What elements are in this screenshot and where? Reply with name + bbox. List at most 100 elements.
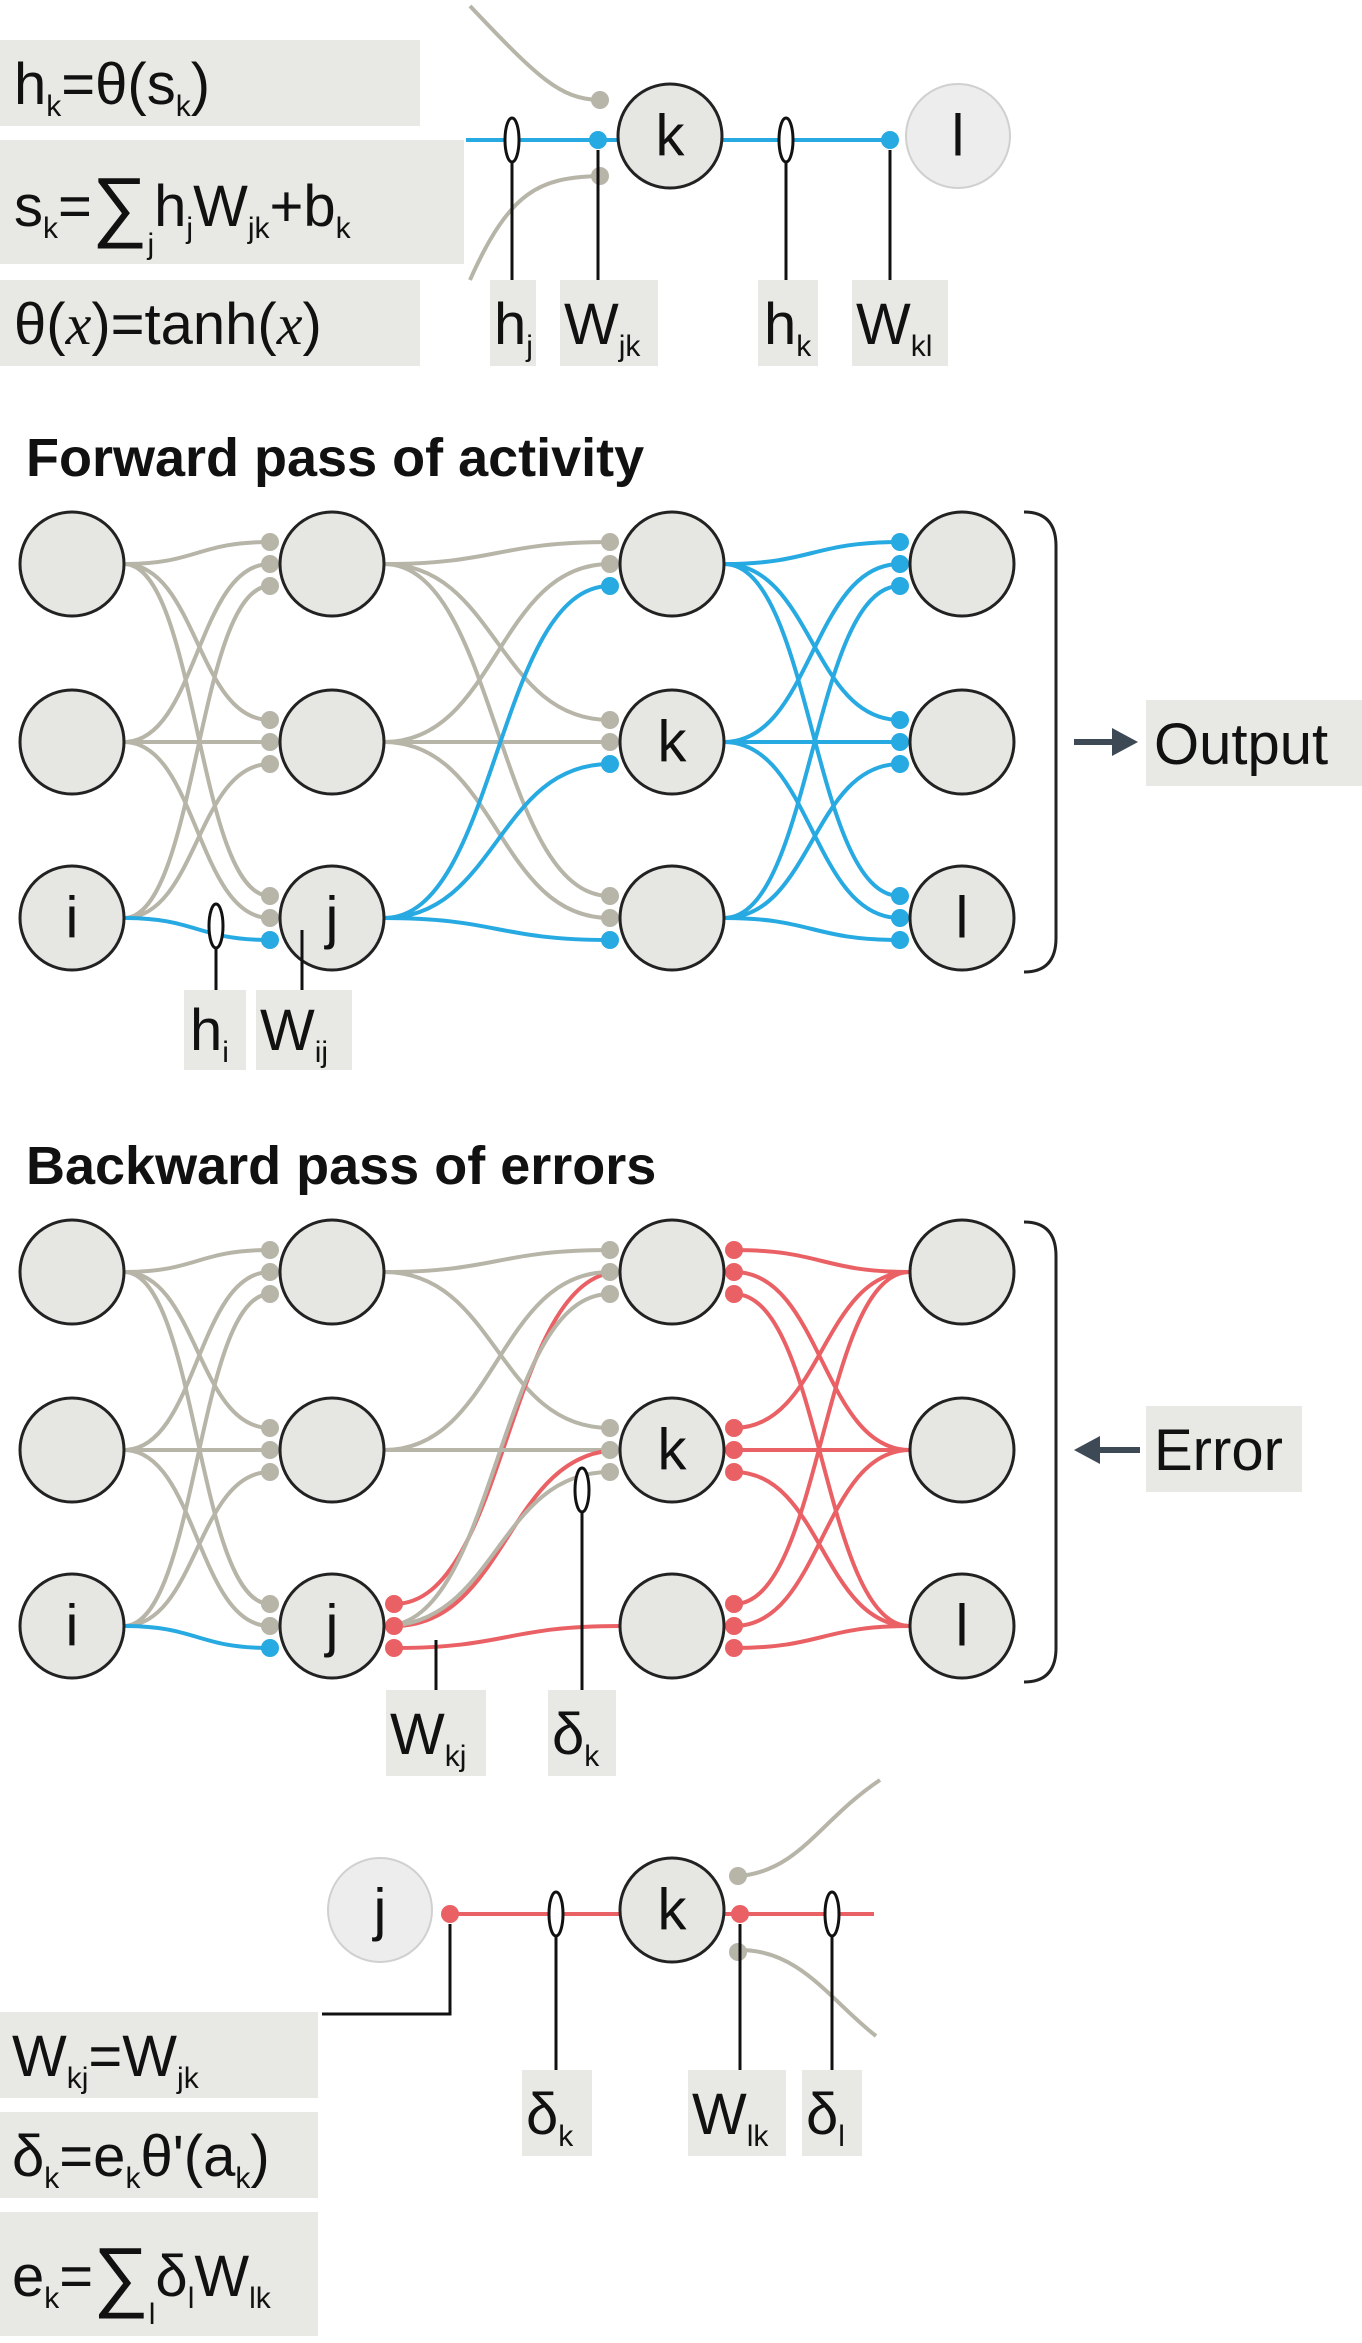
backward-edge-L2-r2-to-r2-dot [725, 1639, 743, 1657]
backward-edge-L1-r2-to-r1 [383, 1470, 611, 1628]
forward-node-L2-r1 [618, 688, 726, 796]
backward-node-l-label: l [956, 1594, 969, 1659]
forward-marker-hi [207, 902, 225, 950]
backward-marker-dk [573, 1466, 591, 1514]
error-label-box [1146, 1406, 1302, 1492]
backward-node-L3-r0 [908, 1218, 1016, 1326]
forward-edge-L0-r2-to-r2-dot [261, 931, 279, 949]
forward-edge-L1-r0-to-r1 [383, 562, 611, 722]
forward-node-L0-r0 [18, 510, 126, 618]
forward-edge-L1-r2-to-r0-dot [601, 577, 619, 595]
forward-node-L1-r2 [278, 864, 386, 972]
top-activity-marker-hk [777, 116, 795, 164]
forward-edge-L0-r0-to-r1 [123, 562, 271, 722]
backward-error-group: Error [1023, 1220, 1302, 1684]
forward-edge-L1-r1-to-r1-dot [601, 733, 619, 751]
forward-edge-L2-r2-to-r0-dot [891, 577, 909, 595]
bottom-node-j-label: j [372, 1878, 387, 1943]
backward-edge-L2-r0-to-r1 [733, 1270, 911, 1430]
forward-node-i-label: i [66, 886, 79, 951]
forward-edge-L2-r1-to-r2-dot [891, 909, 909, 927]
forward-edge-L1-r1-to-r2-dot [601, 909, 619, 927]
forward-edge-L1-r2-to-r1-dot [601, 755, 619, 773]
backward-edge-L2-r2-to-r1-dot [725, 1463, 743, 1481]
bottom-equations: Wkj=Wjk δk=ekθ'(ak) ek=∑lδlWlk [0, 2012, 318, 2336]
bottom-red-dot-j [441, 1905, 459, 1923]
callout-hi: hi [190, 998, 229, 1069]
backward-node-L1-r1 [278, 1396, 386, 1504]
top-gray-dot-1 [591, 91, 609, 109]
backward-node-L1-r2 [278, 1572, 386, 1680]
forward-edge-L2-r2-to-r2 [723, 916, 901, 942]
eq2: sk=∑jhjWjk+bk [14, 161, 352, 261]
forward-edge-L2-r2-to-r0 [723, 584, 901, 920]
error-label: Error [1154, 1418, 1283, 1483]
backward-edge-L2-r0-to-r2 [733, 1270, 911, 1606]
backward-edge-L0-r0-to-r2 [123, 1270, 271, 1606]
bottom-leader-wkj [322, 1924, 452, 2016]
backward-node-L2-r0 [618, 1218, 726, 1326]
bottom-node-k [618, 1856, 726, 1964]
top-node-k-label: k [656, 104, 686, 169]
top-callouts: hj Wjk hk Wkl [490, 280, 948, 366]
forward-node-L0-r1 [18, 688, 126, 796]
top-blue-dot-l [881, 131, 899, 149]
forward-node-L3-r1 [908, 688, 1016, 796]
forward-edge-L1-r2-to-r2 [383, 916, 611, 942]
forward-edge-L1-r0-to-r2-dot [601, 887, 619, 905]
forward-edge-L2-r0-to-r2 [723, 562, 901, 898]
callout-dl: δl [806, 2082, 845, 2153]
forward-callouts: hi Wij [184, 902, 352, 1070]
forward-connections [123, 540, 901, 942]
callout-box-bottom-dk [522, 2070, 592, 2156]
forward-node-l-label: l [956, 886, 969, 951]
callout-box-dk [548, 1690, 616, 1776]
error-arrow-icon [1074, 1436, 1100, 1464]
forward-edge-L1-r1-to-r0-dot [601, 555, 619, 573]
backward-edge-L0-r1-to-r2-dot [261, 1617, 279, 1635]
forward-edge-L0-r0-to-r1-dot [261, 711, 279, 729]
top-node-k [616, 82, 724, 190]
backward-edge-L2-r0-to-r0 [733, 1248, 911, 1274]
forward-edge-L0-r0-to-r2-dot [261, 887, 279, 905]
beq3-box [0, 2212, 318, 2336]
bottom-marker-dk [547, 1890, 565, 1938]
callout-box-wkj [386, 1690, 486, 1776]
backward-edge-L1-r0-to-r2 [393, 1270, 621, 1606]
backward-edge-L2-r1-to-r0-dot [725, 1263, 743, 1281]
backward-edge-L0-r2-to-r2-dot [261, 1639, 279, 1657]
backward-edge-L2-r2-to-r0-dot [725, 1285, 743, 1303]
callout-hj: hj [494, 292, 533, 363]
forward-connection-dots [261, 533, 909, 949]
forward-node-L3-r2 [908, 864, 1016, 972]
beq1: Wkj=Wjk [12, 2024, 200, 2095]
backward-edge-L0-r2-to-r0 [123, 1292, 271, 1628]
backward-edge-L1-r0-to-r2-dot [385, 1595, 403, 1613]
bottom-node-j [327, 1857, 433, 1963]
forward-edge-L0-r1-to-r2 [123, 740, 271, 920]
forward-node-k-label: k [658, 710, 688, 775]
backward-node-L2-r1 [618, 1396, 726, 1504]
output-label-box [1146, 700, 1362, 786]
backward-edge-L0-r2-to-r2 [123, 1624, 271, 1650]
forward-edge-L0-r1-to-r0-dot [261, 555, 279, 573]
forward-edge-L0-r0-to-r2 [123, 562, 271, 898]
backward-node-i-label: i [66, 1594, 79, 1659]
forward-output-group: Output [1023, 510, 1362, 974]
callout-wjk: Wjk [564, 292, 641, 363]
forward-edge-L1-r1-to-r0 [383, 562, 611, 744]
callout-box-wjk [560, 280, 658, 366]
forward-edge-L2-r1-to-r0-dot [891, 555, 909, 573]
bottom-callouts: δk Wlk δl [522, 2070, 862, 2156]
backward-edge-L1-r0-to-r1 [383, 1270, 611, 1430]
backward-edge-L0-r0-to-r1-dot [261, 1419, 279, 1437]
callout-wlk: Wlk [692, 2082, 769, 2153]
forward-edge-L2-r2-to-r2-dot [891, 931, 909, 949]
forward-edge-L2-r0-to-r0 [723, 540, 901, 566]
forward-edge-L2-r0-to-r1 [723, 562, 901, 722]
backward-edge-L2-r2-to-r1 [733, 1470, 911, 1628]
forward-edge-L0-r1-to-r2-dot [261, 909, 279, 927]
